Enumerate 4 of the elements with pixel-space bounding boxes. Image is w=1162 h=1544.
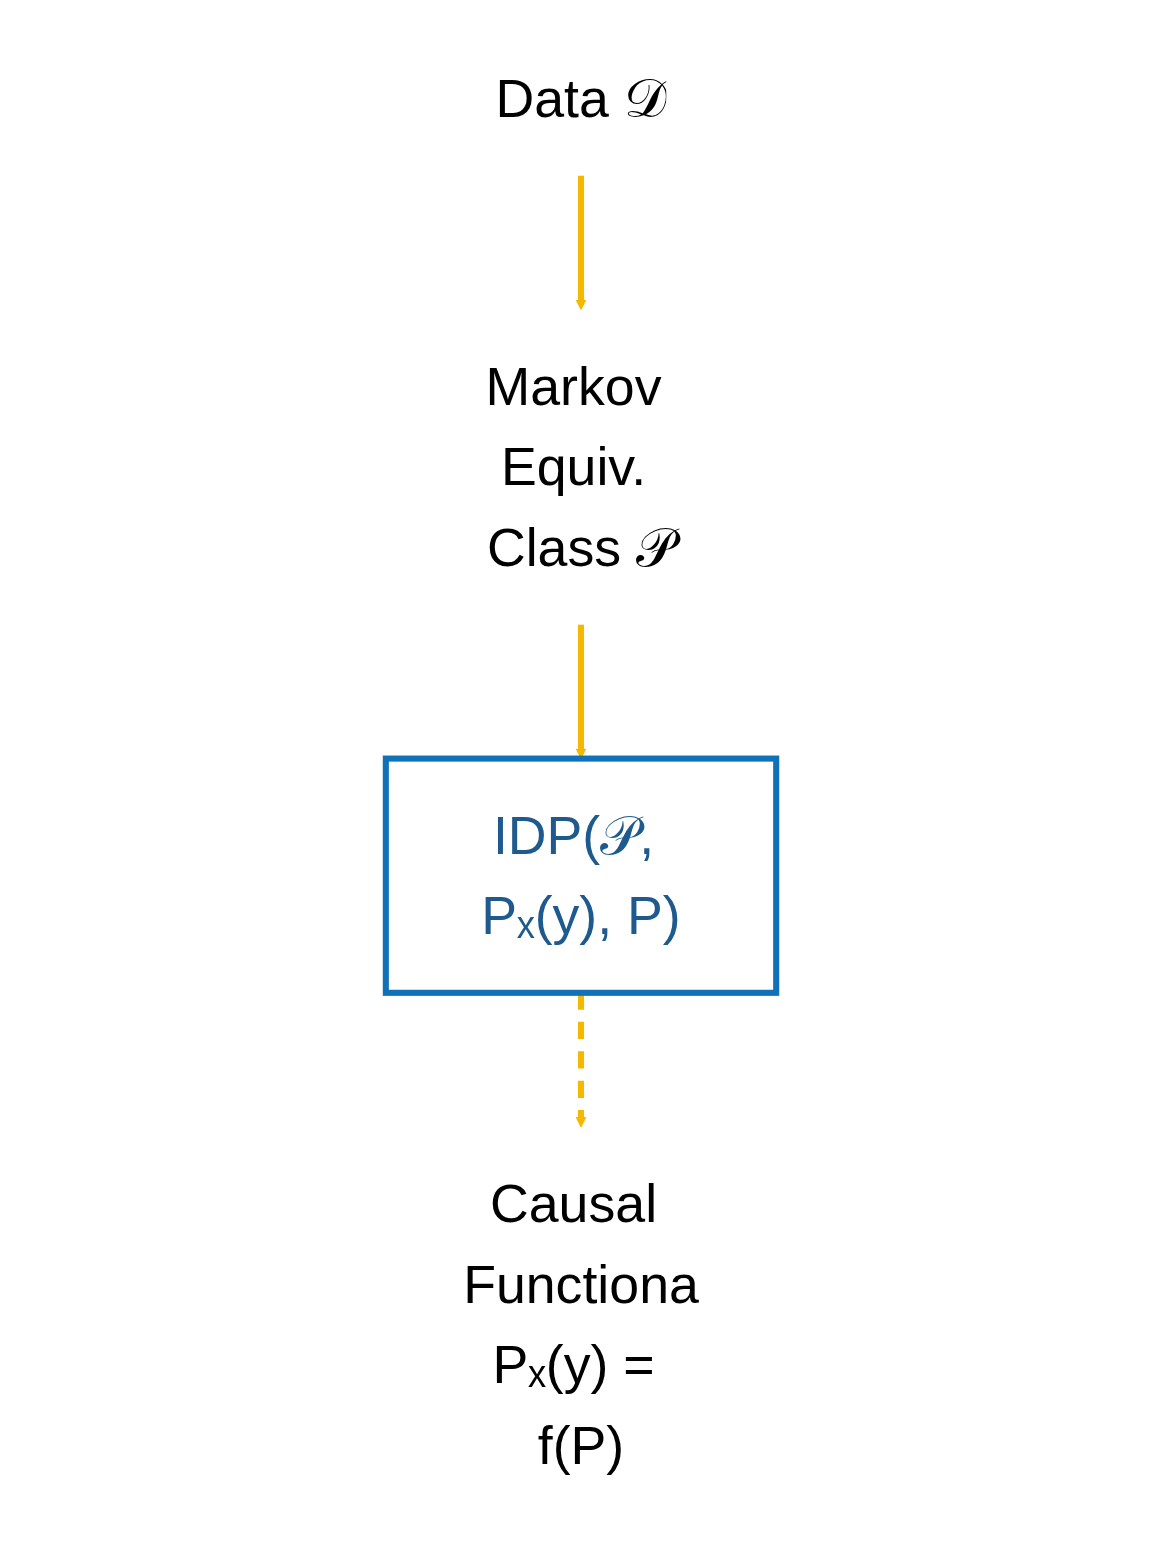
node-box: IDP(𝒫, Pₓ(y), P) xyxy=(382,755,780,996)
node-text: Causal Functiona Pₓ(y) = f(P) xyxy=(463,1173,699,1475)
arrow xyxy=(575,175,587,311)
node-text: Data 𝒟 xyxy=(495,68,667,128)
